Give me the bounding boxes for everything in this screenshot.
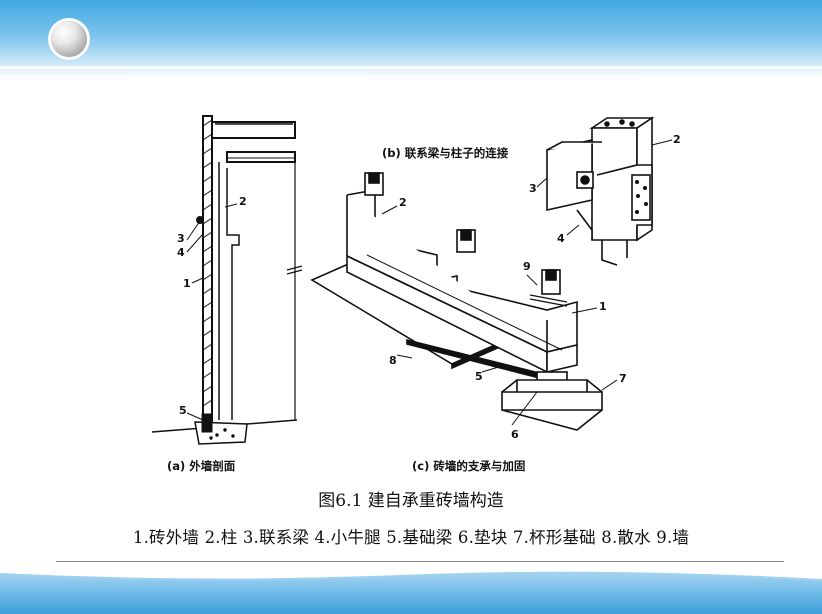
- label-3-a: 3: [177, 232, 185, 245]
- label-5-a: 5: [179, 404, 187, 417]
- wall-construction-drawing: 2 3 4 1 5 (a) 外墙剖面: [151, 115, 681, 473]
- label-6-c: 6: [511, 428, 519, 441]
- label-3-b: 3: [529, 182, 537, 195]
- panel-a-wall-section: [151, 115, 303, 445]
- label-2-c: 2: [399, 196, 407, 209]
- footer-swoosh: [0, 566, 822, 581]
- slide-bullet-orb: [51, 21, 87, 57]
- label-4-b: 4: [557, 232, 565, 245]
- label-9-c: 9: [523, 260, 531, 273]
- header-divider: [0, 66, 822, 69]
- label-2-b: 2: [673, 133, 681, 146]
- figure-legend: 1.砖外墙 2.柱 3.联系梁 4.小牛腿 5.基础梁 6.垫块 7.杯形基础 …: [132, 528, 690, 547]
- header-band: [0, 0, 822, 78]
- panel-b-beam-column: [536, 116, 673, 266]
- panel-c-wall-support: [310, 172, 618, 431]
- label-8-c: 8: [389, 354, 397, 367]
- label-2-a: 2: [239, 195, 247, 208]
- footer-divider: [56, 561, 784, 562]
- label-1-c: 1: [599, 300, 607, 313]
- label-4-a: 4: [177, 246, 185, 259]
- caption-b: (b) 联系梁与柱子的连接: [382, 146, 509, 160]
- caption-c: (c) 砖墙的支承与加固: [412, 459, 525, 473]
- label-5-c: 5: [475, 370, 483, 383]
- label-1-a: 1: [183, 277, 191, 290]
- figure-title: 图6.1 建自承重砖墙构造: [318, 491, 504, 511]
- label-7-c: 7: [619, 372, 627, 385]
- caption-a: (a) 外墙剖面: [167, 459, 236, 473]
- construction-figure: 2 3 4 1 5 (a) 外墙剖面: [107, 80, 737, 478]
